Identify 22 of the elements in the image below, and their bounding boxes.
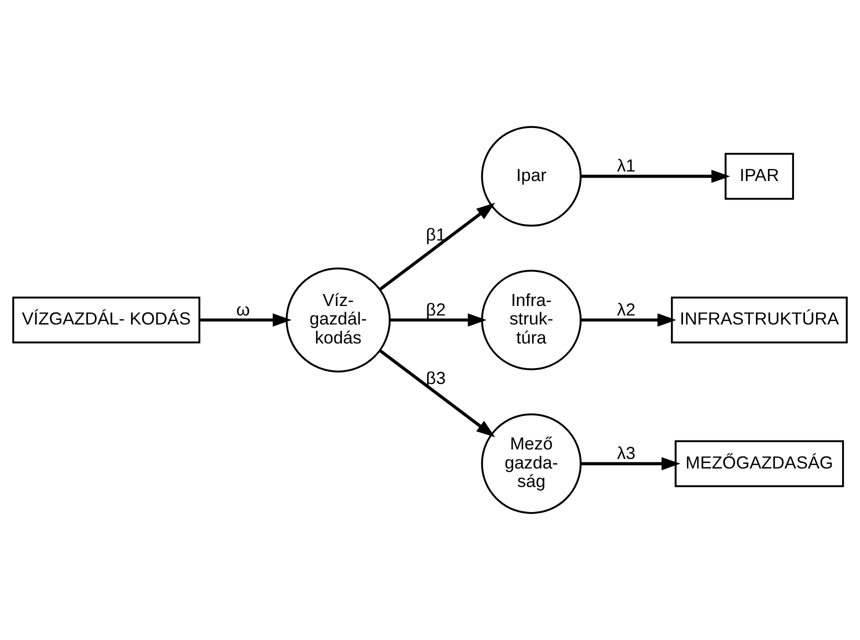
arrow — [580, 457, 680, 470]
edge-label: β2 — [426, 299, 446, 320]
arrow — [390, 313, 487, 327]
arrow — [200, 313, 292, 327]
node-box: IPAR — [724, 152, 794, 200]
node-circle: Mező gazda- ság — [481, 413, 582, 514]
edge-label: β3 — [426, 368, 446, 388]
edge-label: λ3 — [617, 442, 636, 463]
node-circle: Víz- gazdál- kodás — [286, 268, 391, 372]
node-box: MEZŐGAZDASÁG — [674, 440, 844, 488]
node-box: INFRASTRUKTÚRA — [670, 296, 848, 344]
arrow — [580, 170, 730, 183]
arrow — [580, 313, 676, 327]
edge-label: λ1 — [617, 156, 636, 176]
node-box: VÍZGAZDÁL- KODÁS — [12, 296, 200, 344]
arrow — [378, 349, 496, 438]
node-circle: Ipar — [481, 126, 582, 227]
arrow — [378, 202, 496, 291]
edge-label: ω — [236, 299, 250, 320]
edge-label: β1 — [426, 224, 446, 244]
edge-label: λ2 — [617, 299, 636, 320]
node-circle: Infra- struk- túra — [481, 270, 582, 370]
